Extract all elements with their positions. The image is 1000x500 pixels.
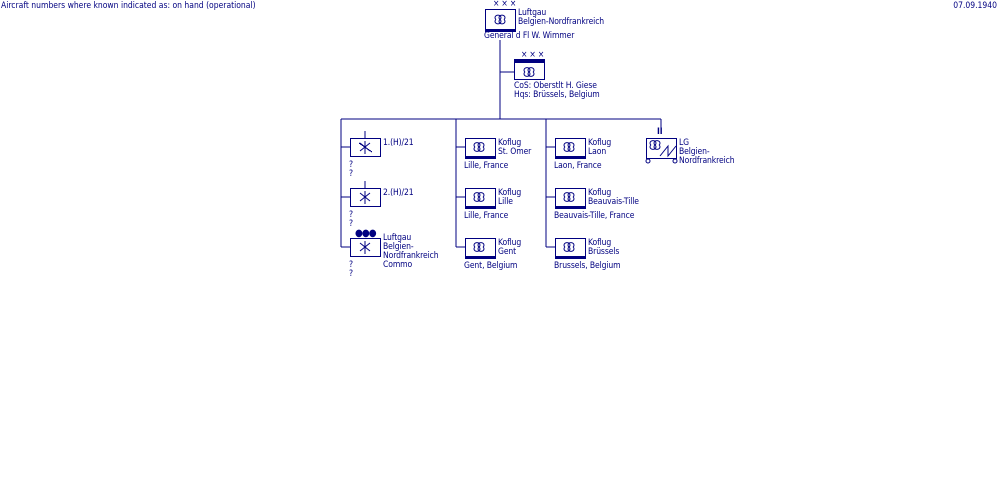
col1-unit-1-symbol bbox=[350, 131, 381, 157]
col2-unit-3-name-line2: Gent bbox=[498, 247, 517, 257]
wing-icon bbox=[494, 14, 506, 25]
col3-unit-2-name-line2: Beauvais-Tille bbox=[588, 197, 639, 207]
col3-unit-2-location: Beauvais-Tille, France bbox=[554, 211, 635, 221]
col2-unit-1-location: Lille, France bbox=[464, 161, 509, 171]
wing-icon bbox=[523, 67, 535, 77]
col2-unit-2-location: Lille, France bbox=[464, 211, 509, 221]
col1-unit-1-label: 1.(H)/21 bbox=[383, 138, 414, 148]
hq-commander: General d Fl W. Wimmer bbox=[484, 31, 575, 41]
wing-icon bbox=[563, 192, 575, 202]
col4-size-mark: II bbox=[657, 127, 663, 137]
wing-icon bbox=[649, 140, 661, 150]
col3-unit-1-name-line1: Koflug bbox=[588, 138, 612, 148]
col3-unit-1-symbol bbox=[555, 138, 586, 159]
col1-unit-1-count2: ? bbox=[349, 169, 353, 179]
col1-unit-3-name-line4: Commo bbox=[383, 260, 413, 270]
col1-unit-1-count1: ? bbox=[349, 160, 353, 170]
col1-unit-3-size-mark: ●●● bbox=[355, 228, 377, 239]
col1-unit-3-symbol bbox=[350, 238, 381, 257]
hq-name-line1: Luftgau bbox=[518, 8, 547, 18]
wing-icon bbox=[473, 242, 485, 252]
wing-icon bbox=[473, 142, 485, 152]
col2-unit-2-name-line1: Koflug bbox=[498, 188, 522, 198]
col3-unit-1-name-line2: Laon bbox=[588, 147, 607, 157]
hq-name-line2: Belgien-Nordfrankreich bbox=[518, 17, 605, 27]
col4-unit-symbol bbox=[645, 138, 678, 164]
wheel-icon bbox=[672, 158, 678, 164]
col2-unit-3-symbol bbox=[465, 238, 496, 259]
col1-unit-3-name-line1: Luftgau bbox=[383, 233, 412, 243]
col1-unit-3-name-line2: Belgien- bbox=[383, 242, 414, 252]
wing-icon bbox=[563, 242, 575, 252]
connector-lines bbox=[340, 40, 662, 248]
header-date: 07.09.1940 bbox=[953, 1, 997, 11]
col3-unit-1-location: Laon, France bbox=[554, 161, 602, 171]
hq-unit-symbol bbox=[485, 9, 516, 32]
staff-size-mark: ××× bbox=[521, 50, 547, 60]
col2-unit-1-symbol bbox=[465, 138, 496, 159]
col2-unit-2-name-line2: Lille bbox=[498, 197, 513, 207]
staff-cos: CoS: Oberstlt H. Giese bbox=[514, 81, 597, 91]
col3-unit-3-symbol bbox=[555, 238, 586, 259]
col1-unit-3-count1: ? bbox=[349, 260, 353, 270]
wing-icon bbox=[563, 142, 575, 152]
header-note: Aircraft numbers where known indicated a… bbox=[1, 1, 256, 11]
col3-unit-3-name-line2: Brüssels bbox=[588, 247, 620, 257]
signal-icon bbox=[659, 144, 677, 158]
col4-name-line3: Nordfrankreich bbox=[679, 156, 735, 166]
col3-unit-2-name-line1: Koflug bbox=[588, 188, 612, 198]
staff-hqs: Hqs: Brüssels, Belgium bbox=[514, 90, 600, 100]
col1-unit-2-count2: ? bbox=[349, 219, 353, 229]
wheel-icon bbox=[645, 158, 651, 164]
col1-unit-2-count1: ? bbox=[349, 210, 353, 220]
col2-unit-2-symbol bbox=[465, 188, 496, 209]
col3-unit-3-location: Brussels, Belgium bbox=[554, 261, 621, 271]
col4-name-line1: LG bbox=[679, 138, 689, 148]
wing-icon bbox=[473, 192, 485, 202]
col1-unit-3-name-line3: Nordfrankreich bbox=[383, 251, 439, 261]
col2-unit-3-name-line1: Koflug bbox=[498, 238, 522, 248]
col3-unit-2-symbol bbox=[555, 188, 586, 209]
col1-unit-3-count2: ? bbox=[349, 269, 353, 279]
col2-unit-1-name-line2: St. Omer bbox=[498, 147, 532, 157]
col3-unit-3-name-line1: Koflug bbox=[588, 238, 612, 248]
col2-unit-3-location: Gent, Belgium bbox=[464, 261, 518, 271]
staff-unit-symbol bbox=[514, 59, 545, 80]
hq-size-mark: ××× bbox=[493, 0, 519, 9]
col2-unit-1-name-line1: Koflug bbox=[498, 138, 522, 148]
col1-unit-2-label: 2.(H)/21 bbox=[383, 188, 414, 198]
col4-name-line2: Belgien- bbox=[679, 147, 710, 157]
col1-unit-2-symbol bbox=[350, 181, 381, 207]
